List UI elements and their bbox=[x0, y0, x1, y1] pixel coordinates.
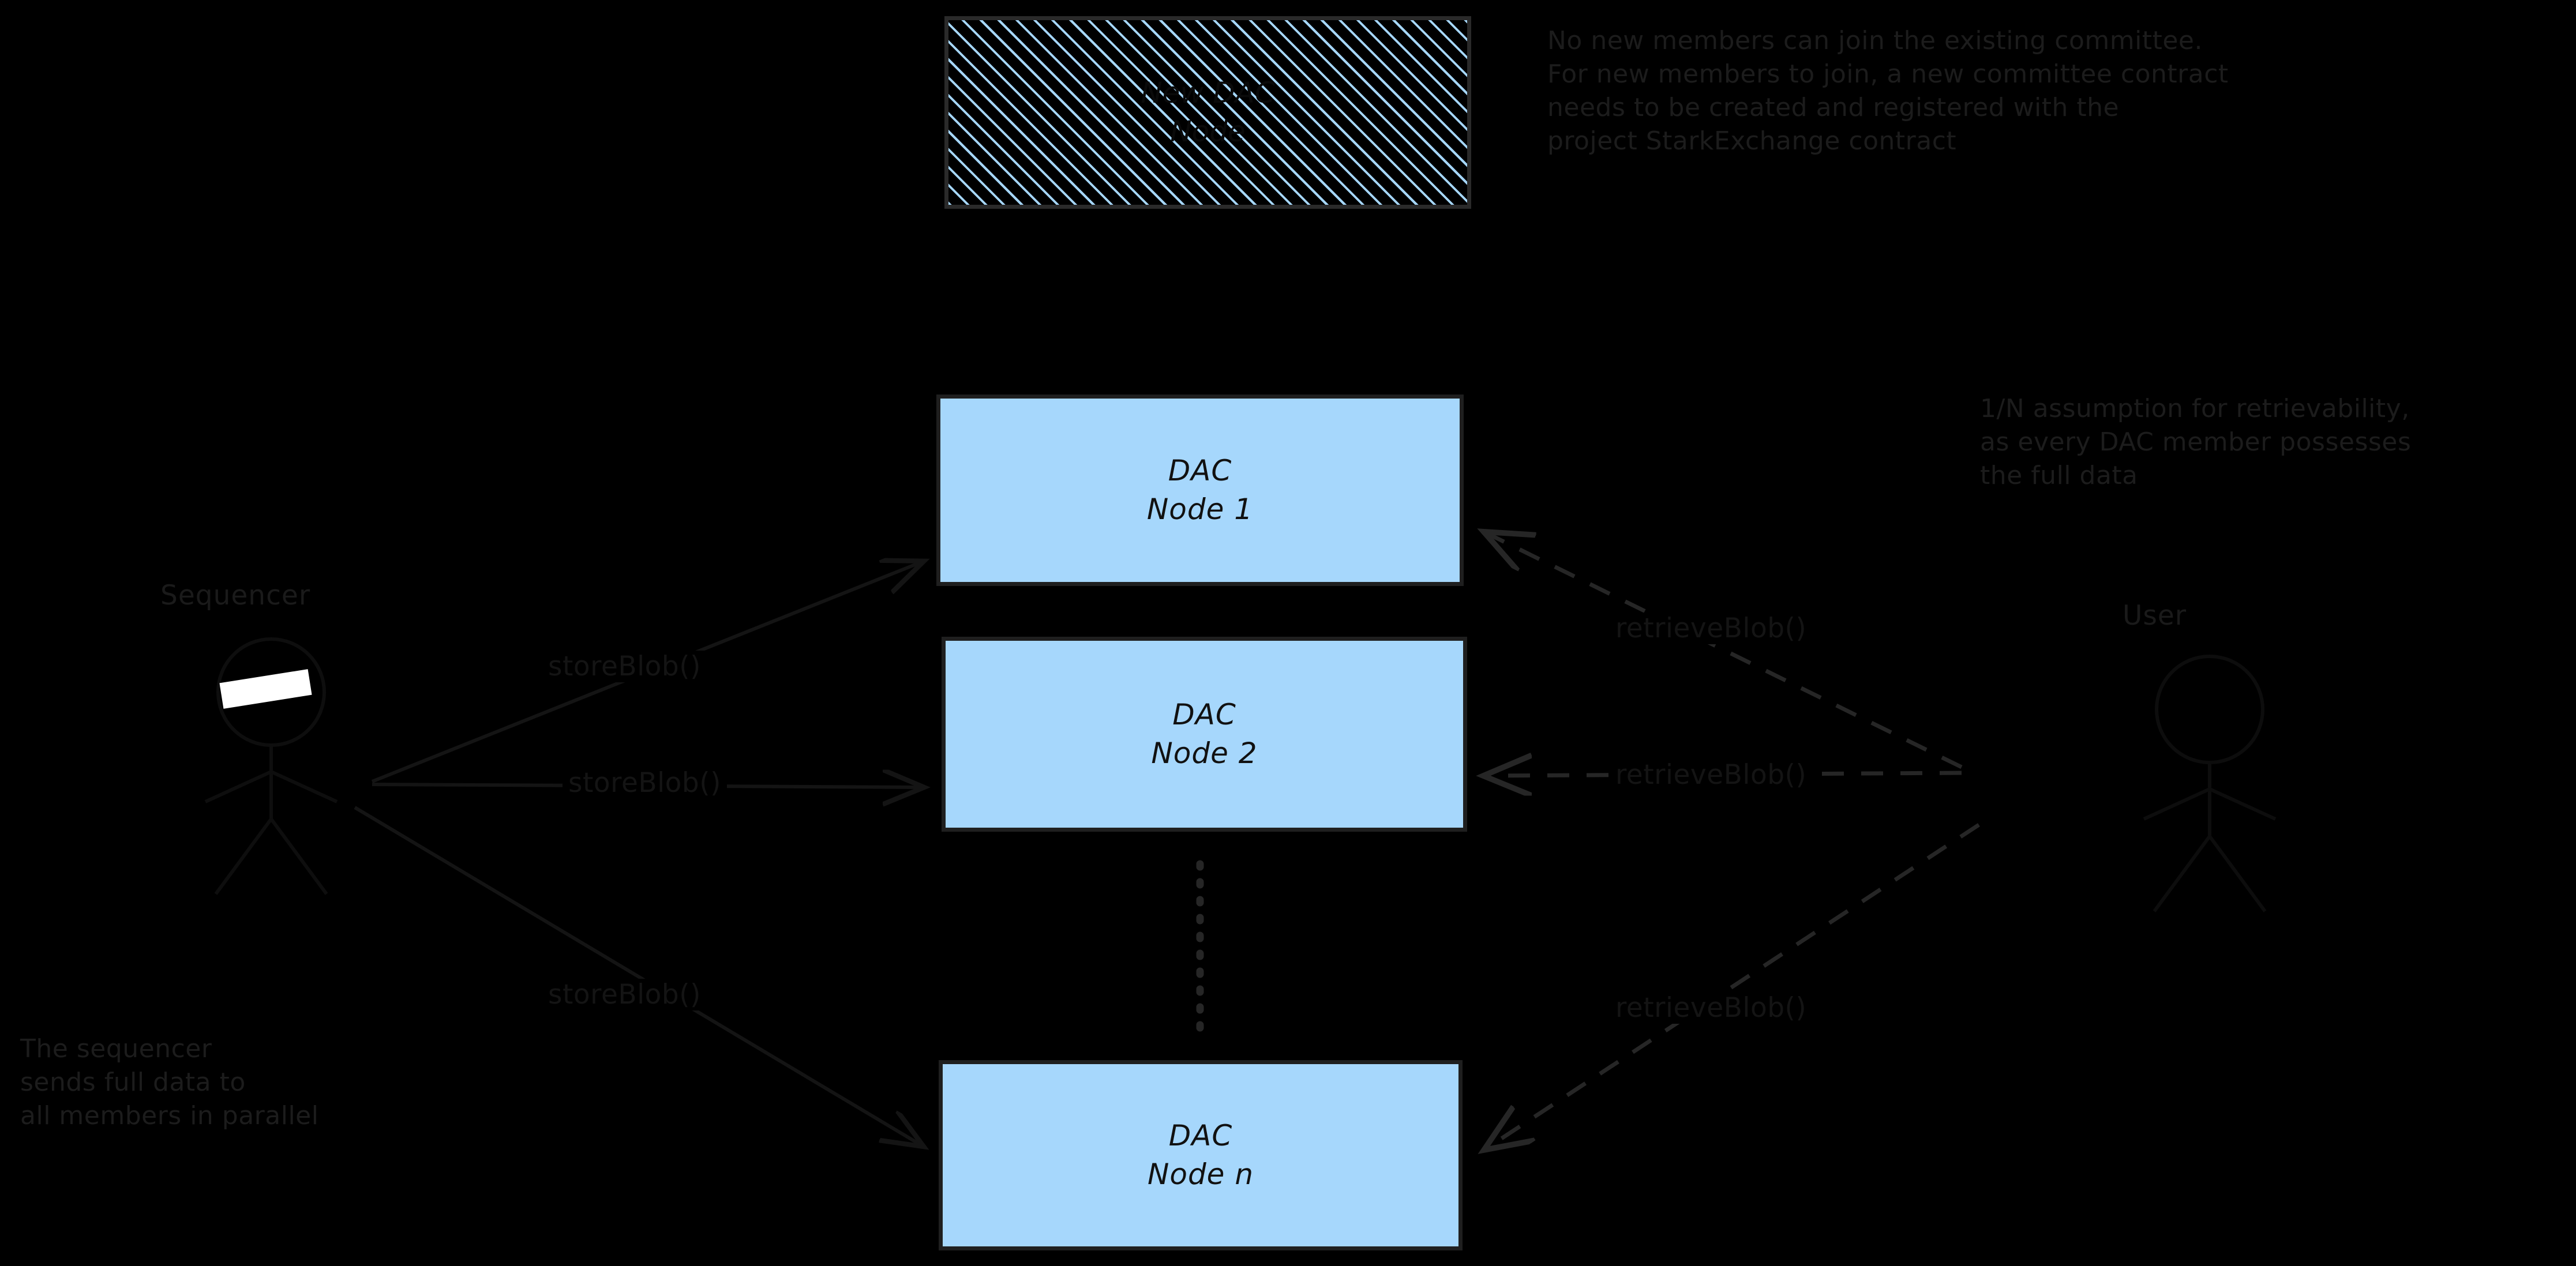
edge-label-retrieve-blob-1: retrieveBlob() bbox=[1610, 613, 1813, 644]
annotation-retrievability-note: 1/N assumption for retrievability, as ev… bbox=[1980, 394, 2412, 491]
actor-label-sequencer: Sequencer bbox=[160, 580, 311, 611]
dac-node-1-box[interactable]: DAC Node 1 bbox=[936, 395, 1464, 586]
edge-retrieve-blob-1 bbox=[1487, 534, 1963, 769]
edge-label-retrieve-blob-2: retrieveBlob() bbox=[1610, 759, 1813, 791]
sequencer-person-icon bbox=[204, 637, 338, 895]
dac-node-2-title: DAC bbox=[1172, 697, 1236, 731]
dac-node-2-box[interactable]: DAC Node 2 bbox=[942, 637, 1467, 832]
actor-label-user: User bbox=[2123, 600, 2187, 632]
dac-node-n-title: DAC bbox=[1168, 1118, 1233, 1152]
dac-node-2-subtitle: Node 2 bbox=[1151, 737, 1258, 770]
dac-node-1-subtitle: Node 1 bbox=[1146, 493, 1254, 526]
edge-store-blob-n bbox=[354, 806, 921, 1145]
edge-label-retrieve-blob-n: retrieveBlob() bbox=[1610, 992, 1813, 1024]
edge-label-store-blob-2: storeBlob() bbox=[563, 767, 727, 799]
new-dac-node-box[interactable]: New DAC Node bbox=[944, 16, 1471, 209]
user-person-icon bbox=[2143, 655, 2277, 912]
new-dac-node-subtitle: Node bbox=[1170, 115, 1246, 148]
dac-node-n-box[interactable]: DAC Node n bbox=[939, 1060, 1463, 1250]
dac-node-n-subtitle: Node n bbox=[1147, 1158, 1254, 1191]
new-dac-node-title: New DAC bbox=[1141, 76, 1275, 110]
edge-retrieve-blob-n bbox=[1487, 823, 1980, 1148]
annotation-committee-note: No new members can join the existing com… bbox=[1547, 26, 2229, 156]
dac-node-1-title: DAC bbox=[1168, 453, 1232, 487]
annotation-sequencer-note: The sequencer sends full data to all mem… bbox=[20, 1034, 319, 1131]
edge-label-store-blob-1: storeBlob() bbox=[542, 651, 707, 682]
edge-label-store-blob-n: storeBlob() bbox=[542, 979, 707, 1010]
